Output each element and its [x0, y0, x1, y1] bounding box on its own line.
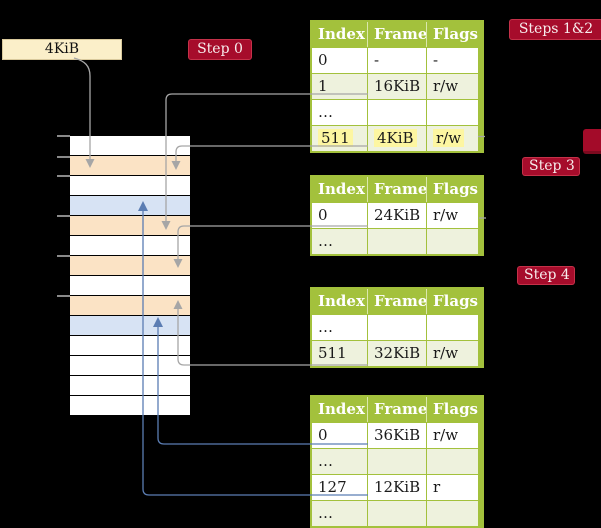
table-cell: 0	[312, 423, 367, 448]
table-cell	[427, 100, 478, 125]
address-tick	[57, 215, 70, 217]
page-table-2: Index Frame Flags 0 24KiB r/w …	[310, 175, 484, 256]
table-cell: r/w	[427, 74, 478, 99]
table-cell: 511	[312, 341, 367, 366]
step-4-badge: Step 4	[517, 266, 575, 285]
address-tick	[57, 135, 70, 137]
table-cell: 0	[312, 203, 367, 228]
column-header: Flags	[426, 397, 478, 422]
memory-row-mapped-page	[70, 316, 190, 336]
memory-row-free	[70, 376, 190, 396]
table-cell	[368, 449, 426, 474]
table-cell	[427, 315, 478, 340]
memory-row-page-table	[70, 216, 190, 236]
address-tick	[57, 175, 70, 177]
column-header: Index	[312, 289, 367, 314]
memory-row-free	[70, 336, 190, 356]
address-tick	[57, 295, 70, 297]
address-tick	[57, 156, 70, 158]
column-header: Flags	[426, 22, 478, 47]
memory-row-free	[70, 136, 190, 156]
column-header: Index	[312, 22, 367, 47]
step-3-badge: Step 3	[522, 157, 580, 176]
memory-row-free	[70, 276, 190, 296]
column-header: Frame	[367, 397, 427, 422]
table-cell	[427, 229, 478, 254]
page-table-3: Index Frame Flags … 511 32KiB r/w	[310, 287, 484, 368]
page-table-1: Index Frame Flags 0 - - 1 16KiB r/w … 51…	[310, 20, 484, 153]
table-cell-recursive: 511	[312, 126, 367, 151]
clipped-badge-fragment	[583, 129, 601, 154]
table-cell: 16KiB	[368, 74, 426, 99]
column-header: Flags	[426, 177, 478, 202]
memory-row-page-table	[70, 296, 190, 316]
table-cell: -	[427, 48, 478, 73]
memory-row-page-table	[70, 156, 190, 176]
page-table-4: Index Frame Flags 0 36KiB r/w … 127 12Ki…	[310, 395, 484, 528]
column-header: Index	[312, 397, 367, 422]
table-cell: …	[312, 229, 367, 254]
column-header: Frame	[367, 289, 427, 314]
table-cell	[427, 449, 478, 474]
table-cell: …	[312, 501, 367, 526]
address-tick	[57, 255, 70, 257]
table-cell-recursive: 4KiB	[368, 126, 426, 151]
table-cell-recursive: r/w	[427, 126, 478, 151]
column-header: Frame	[367, 22, 427, 47]
table-cell: 36KiB	[368, 423, 426, 448]
table-cell	[368, 315, 426, 340]
table-cell: r	[427, 475, 478, 500]
table-cell: 127	[312, 475, 367, 500]
memory-row-mapped-page	[70, 196, 190, 216]
table-cell	[368, 229, 426, 254]
column-header: Frame	[367, 177, 427, 202]
memory-row-free	[70, 356, 190, 376]
column-header: Flags	[426, 289, 478, 314]
table-cell: 24KiB	[368, 203, 426, 228]
memory-row-free	[70, 236, 190, 256]
memory-row-page-table	[70, 256, 190, 276]
table-cell: 0	[312, 48, 367, 73]
table-cell: …	[312, 100, 367, 125]
table-cell	[368, 100, 426, 125]
table-cell: 32KiB	[368, 341, 426, 366]
frame-size-label: 4KiB	[2, 39, 122, 60]
table-cell: …	[312, 449, 367, 474]
table-cell	[427, 501, 478, 526]
column-header: Index	[312, 177, 367, 202]
physical-memory-column	[70, 136, 190, 416]
step-0-badge: Step 0	[188, 39, 252, 60]
steps-1-2-badge: Steps 1&2	[509, 19, 601, 40]
table-cell	[368, 501, 426, 526]
memory-row-free	[70, 176, 190, 196]
memory-row-free	[70, 396, 190, 416]
table-cell: r/w	[427, 203, 478, 228]
table-cell: 1	[312, 74, 367, 99]
table-cell: -	[368, 48, 426, 73]
table-cell: …	[312, 315, 367, 340]
table-cell: 12KiB	[368, 475, 426, 500]
table-cell: r/w	[427, 423, 478, 448]
table-cell: r/w	[427, 341, 478, 366]
